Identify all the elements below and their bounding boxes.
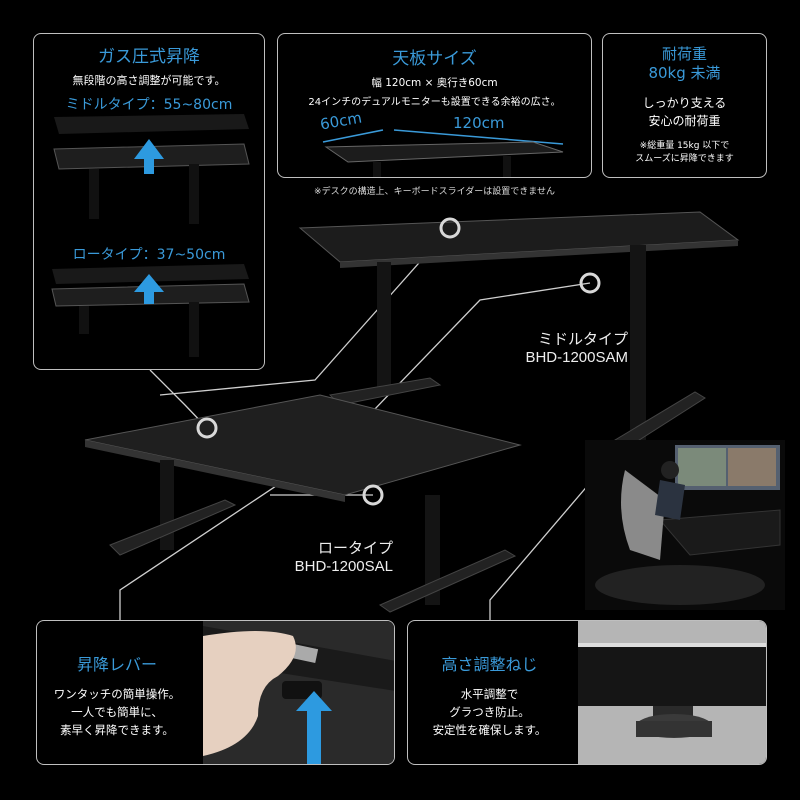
up-arrow-icon xyxy=(134,274,164,304)
tabletop-title: 天板サイズ xyxy=(392,49,477,69)
load-note-2: スムーズに昇降できます xyxy=(635,154,734,164)
low-model-name: ロータイプ xyxy=(317,540,393,557)
screw-photo xyxy=(578,621,766,764)
lever-line-2: 一人でも簡単に、 xyxy=(71,705,163,719)
lever-photo xyxy=(203,621,394,764)
gas-lift-title: ガス圧式昇降 xyxy=(98,47,200,67)
tabletop-description: 24インチのデュアルモニターも設置できる余裕の広さ。 xyxy=(308,97,561,108)
adjust-screw-panel: 高さ調整ねじ 水平調整で グラつき防止。 安定性を確保します。 xyxy=(407,620,767,765)
load-note-1: ※総重量 15kg 以下で xyxy=(639,141,730,151)
height-diagram xyxy=(51,114,250,357)
screw-line-2: グラつき防止。 xyxy=(449,705,530,719)
screw-line-1: 水平調整で xyxy=(460,687,519,701)
middle-model-code: BHD-1200SAM xyxy=(525,349,628,366)
low-range: ロータイプ：37~50cm xyxy=(72,247,226,263)
load-body-2: 安心の耐荷重 xyxy=(648,114,721,128)
tabletop-size-panel: 天板サイズ 幅 120cm × 奥行き60cm 24インチのデュアルモニターも設… xyxy=(277,33,592,178)
up-arrow-icon xyxy=(296,691,332,764)
gas-lift-subtitle: 無段階の高さ調整が可能です。 xyxy=(72,74,226,87)
load-value: 80kg 未満 xyxy=(648,64,721,82)
lever-line-1: ワンタッチの簡単操作。 xyxy=(53,687,181,701)
load-capacity-panel: 耐荷重 80kg 未満 しっかり支える 安心の耐荷重 ※総重量 15kg 以下で… xyxy=(602,33,767,178)
callout-circle xyxy=(362,484,384,506)
screw-line-3: 安定性を確保します。 xyxy=(432,723,547,737)
callout-circle xyxy=(196,417,218,439)
middle-model-name: ミドルタイプ xyxy=(537,331,628,348)
lever-panel: 昇降レバー ワンタッチの簡単操作。 一人でも簡単に、 素早く昇降できます。 xyxy=(36,620,395,765)
tabletop-dimension-diagram xyxy=(322,129,564,177)
gaming-setup-photo xyxy=(585,440,785,610)
lever-title: 昇降レバー xyxy=(76,655,157,674)
low-model-code: BHD-1200SAL xyxy=(294,558,393,575)
keyboard-slider-note: ※デスクの構造上、キーボードスライダーは設置できません xyxy=(314,187,555,197)
lever-line-3: 素早く昇降できます。 xyxy=(60,723,174,737)
width-label: 120cm xyxy=(453,114,505,132)
low-desk-image xyxy=(84,394,522,613)
middle-model-label: ミドルタイプ BHD-1200SAM xyxy=(470,331,628,367)
up-arrow-icon xyxy=(134,139,164,174)
gas-lift-panel: ガス圧式昇降 無段階の高さ調整が可能です。 ミドルタイプ：55~80cm ロータ… xyxy=(33,33,265,370)
callout-circle xyxy=(439,217,461,239)
middle-desk-image xyxy=(298,211,740,466)
load-body-1: しっかり支える xyxy=(642,96,727,110)
callout-circle xyxy=(579,272,601,294)
screw-title: 高さ調整ねじ xyxy=(441,655,538,674)
low-model-label: ロータイプ BHD-1200SAL xyxy=(235,540,393,576)
tabletop-dimensions: 幅 120cm × 奥行き60cm xyxy=(371,77,498,89)
middle-range: ミドルタイプ：55~80cm xyxy=(65,97,233,113)
load-title: 耐荷重 xyxy=(661,45,707,63)
